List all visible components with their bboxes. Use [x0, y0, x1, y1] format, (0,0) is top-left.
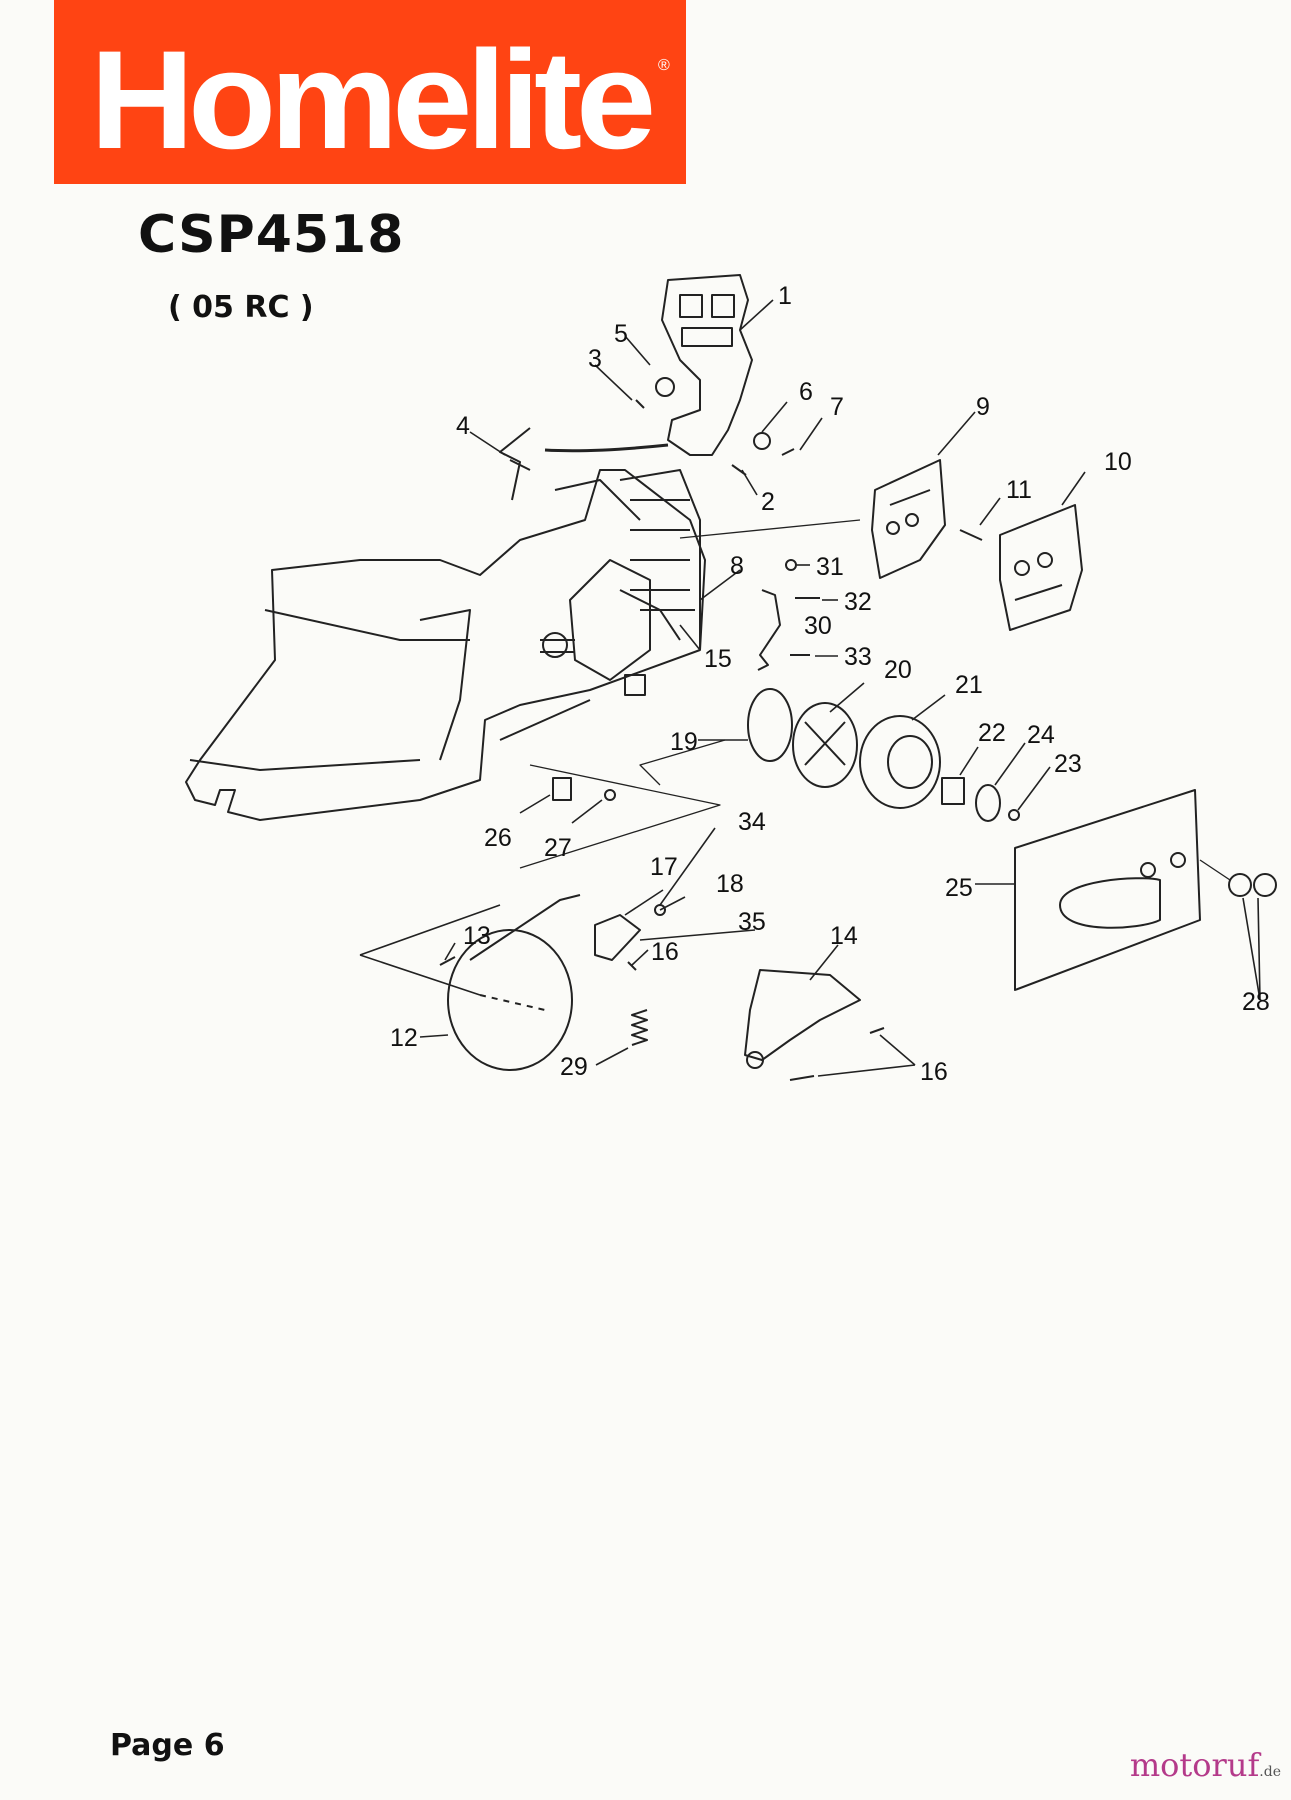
svg-text:Homelite: Homelite — [90, 21, 652, 178]
part-27-screw — [604, 789, 616, 801]
callout-16-b: 16 — [920, 1058, 948, 1086]
callout-1: 1 — [778, 282, 792, 310]
part-6-nut — [753, 432, 771, 450]
callout-33: 33 — [844, 643, 872, 671]
callout-24: 24 — [1027, 721, 1055, 749]
callout-29: 29 — [560, 1053, 588, 1081]
watermark-tld: .de — [1259, 1764, 1281, 1780]
watermark-text: motoruf — [1129, 1746, 1260, 1784]
part-12-lever — [469, 894, 581, 961]
leader-lines — [359, 299, 1261, 1077]
page-number: Page 6 — [110, 1728, 225, 1763]
callout-16-a: 16 — [651, 938, 679, 966]
part-14-brake-housing — [744, 969, 861, 1061]
part-35-linkage — [594, 914, 641, 961]
part-13-screw — [439, 956, 456, 966]
callout-20: 20 — [884, 656, 912, 684]
callout-32: 32 — [844, 588, 872, 616]
watermark: motoruf.de — [1130, 1746, 1281, 1784]
callout-34: 34 — [738, 808, 766, 836]
callout-27: 27 — [544, 834, 572, 862]
part-22-bearing — [941, 777, 965, 805]
part-26-bracket — [552, 777, 572, 801]
callout-3: 3 — [588, 345, 602, 373]
part-20-clutch — [792, 702, 858, 788]
callout-7: 7 — [830, 393, 844, 421]
callout-13: 13 — [463, 922, 491, 950]
part-30-bracket — [757, 589, 781, 671]
part-25-guide-bar — [1014, 789, 1201, 991]
part-28-nut — [1228, 873, 1252, 897]
model-number: CSP4518 — [138, 205, 405, 265]
part-12-brake-band — [447, 929, 573, 1071]
part-21-drum — [859, 715, 941, 809]
part-19-washer — [747, 688, 793, 762]
callout-numbers: 1 2 3 4 5 6 7 8 9 10 11 12 13 14 15 16 1… — [390, 282, 1270, 1086]
model-variant: ( 05 RC ) — [168, 290, 314, 325]
brand-logo: Homelite ® — [54, 0, 686, 184]
callout-15: 15 — [704, 645, 732, 673]
callout-22: 22 — [978, 719, 1006, 747]
callout-8: 8 — [730, 552, 744, 580]
part-29-spring — [631, 1009, 648, 1046]
part-3-pin — [635, 399, 645, 409]
callout-10: 10 — [1104, 448, 1132, 476]
callout-9: 9 — [976, 393, 990, 421]
callout-31: 31 — [816, 553, 844, 581]
callout-6: 6 — [799, 378, 813, 406]
callout-26: 26 — [484, 824, 512, 852]
svg-text:®: ® — [658, 57, 670, 74]
callout-23: 23 — [1054, 750, 1082, 778]
brand-logo-wordmark: Homelite ® — [90, 21, 670, 178]
callout-21: 21 — [955, 671, 983, 699]
part-handguard — [661, 274, 753, 456]
housing-body — [185, 469, 706, 821]
part-23-clip — [1008, 809, 1020, 821]
part-28-nut-2 — [1253, 873, 1277, 897]
part-5-nut — [655, 377, 675, 397]
callout-18: 18 — [716, 870, 744, 898]
callout-19: 19 — [670, 728, 698, 756]
callout-35: 35 — [738, 908, 766, 936]
part-16-screw-b — [869, 1027, 885, 1034]
callout-28: 28 — [1242, 988, 1270, 1016]
part-11-pin — [959, 529, 983, 541]
callout-12: 12 — [390, 1024, 418, 1052]
callout-5: 5 — [614, 320, 628, 348]
part-drawings — [185, 274, 1277, 1081]
callout-4: 4 — [456, 412, 470, 440]
part-10-plate — [999, 504, 1083, 631]
assembly-lines — [519, 519, 1231, 881]
callout-30: 30 — [804, 612, 832, 640]
part-4-clip — [499, 427, 531, 501]
part-9-plate — [871, 459, 946, 579]
part-16-screw — [627, 961, 637, 971]
callout-17: 17 — [650, 853, 678, 881]
callout-25: 25 — [945, 874, 973, 902]
part-24-washer — [975, 784, 1001, 822]
callout-14: 14 — [830, 922, 858, 950]
part-31-screw — [785, 559, 797, 571]
part-16-screw-c — [789, 1075, 815, 1081]
part-7-screw — [781, 448, 795, 456]
callout-2: 2 — [761, 488, 775, 516]
callout-11: 11 — [1006, 476, 1032, 504]
